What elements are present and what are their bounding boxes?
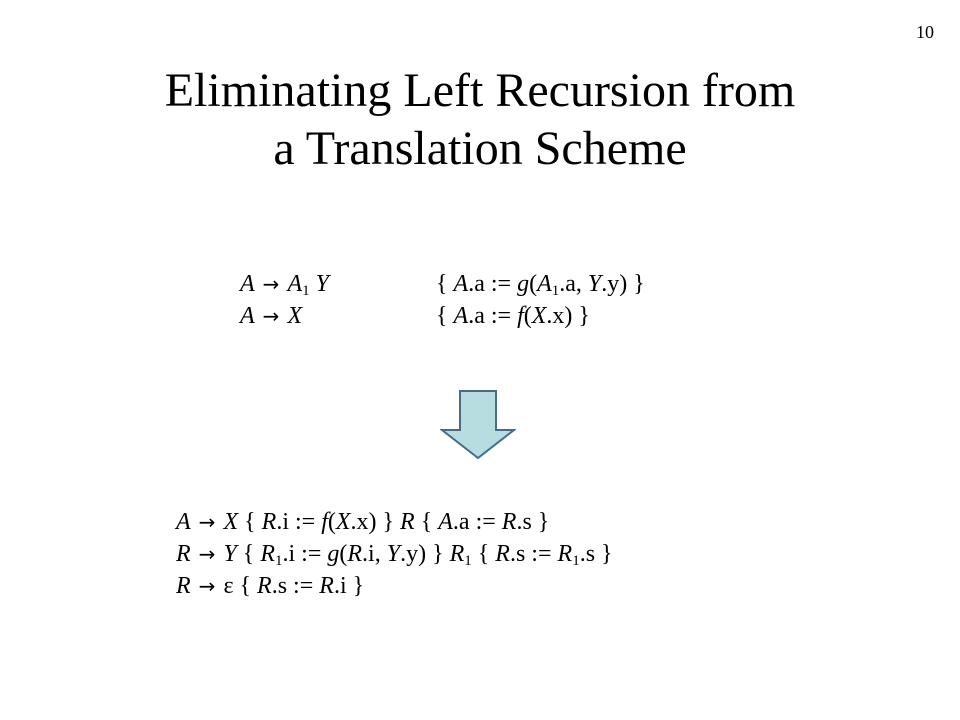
slide-number: 10 [916, 22, 934, 42]
down-arrow-icon [440, 390, 516, 460]
transformed-rule-2: R→Y { R1.i := g(R.i, Y.y) } R1 { R.s := … [176, 541, 613, 569]
original-rule-1: A→A1 Y{ A.a := g(A1.a, Y.y) } [240, 271, 645, 299]
transformed-rule-1: A→X { R.i := f(X.x) } R { A.a := R.s } [176, 509, 550, 535]
transformed-scheme: A→X { R.i := f(X.x) } R { A.a := R.s } R… [176, 506, 613, 602]
title-line-1: Eliminating Left Recursion from [164, 64, 796, 117]
original-rule-2: A→X{ A.a := f(X.x) } [240, 303, 590, 329]
original-scheme: A→A1 Y{ A.a := g(A1.a, Y.y) } A→X{ A.a :… [240, 268, 645, 332]
slide-title: Eliminating Left Recursion from a Transl… [0, 62, 960, 178]
title-line-2: a Translation Scheme [273, 122, 687, 175]
transformed-rule-3: R→ε { R.s := R.i } [176, 573, 365, 599]
